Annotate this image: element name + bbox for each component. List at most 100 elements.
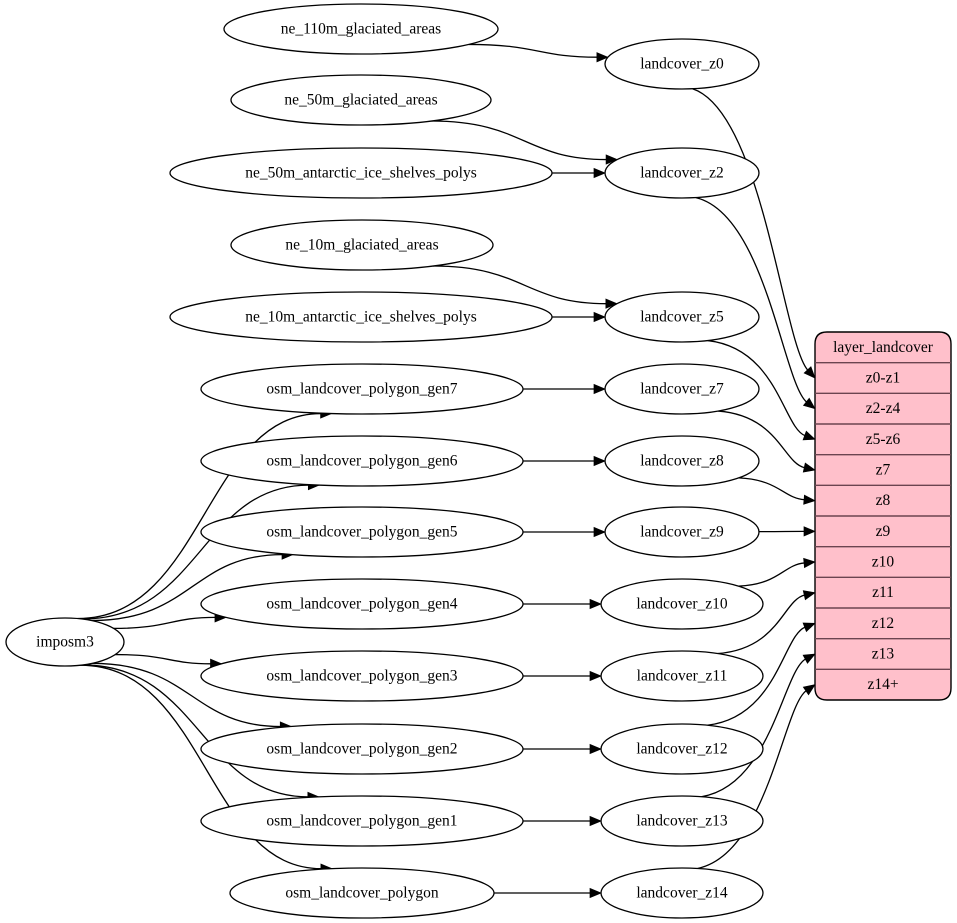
edge-arrowhead [802, 653, 816, 664]
edge-osm_landcover_polygon_gen7-to-landcover_z7 [523, 383, 606, 395]
edge-arrowhead [593, 167, 606, 179]
layer-landcover-table[interactable]: layer_landcover z0-z1 z2-z4 z5-z6 z7 z8 z9 z10 z… [814, 331, 952, 701]
node-shape [600, 867, 764, 919]
edge-landcover_z9-to-z9 [758, 526, 816, 537]
node-label: landcover_z13 [636, 813, 727, 830]
table-row-z11[interactable]: z11 [872, 584, 894, 601]
node-shape [169, 291, 553, 343]
edge-landcover_z7-to-z7 [718, 410, 816, 473]
node-shape [600, 650, 764, 702]
edge-osm_landcover_polygon-to-landcover_z14 [493, 887, 602, 899]
table-row-z7[interactable]: z7 [876, 462, 891, 479]
edge-ne_110m_glaciated_areas-to-landcover_z0 [468, 43, 609, 63]
node-landcover_z10[interactable]: landcover_z10 [600, 578, 764, 630]
edge-imposm3-to-osm_landcover_polygon_gen3 [115, 653, 223, 669]
edge-line [695, 196, 808, 403]
node-osm_landcover_polygon[interactable]: osm_landcover_polygon [229, 867, 495, 919]
node-shape [604, 38, 760, 90]
node-landcover_z12[interactable]: landcover_z12 [600, 723, 764, 775]
edge-line [692, 88, 809, 371]
edge-line [82, 664, 309, 798]
node-shape [200, 506, 524, 558]
node-landcover_z7[interactable]: landcover_z7 [604, 363, 760, 415]
edge-ne_50m_glaciated_areas-to-landcover_z2 [431, 120, 619, 165]
node-osm_landcover_polygon_gen6[interactable]: osm_landcover_polygon_gen6 [200, 435, 524, 487]
node-landcover_z0[interactable]: landcover_z0 [604, 38, 760, 90]
node-label: ne_110m_glaciated_areas [281, 21, 441, 38]
edge-landcover_z13-to-z13 [701, 653, 816, 798]
table-row-z8[interactable]: z8 [876, 492, 891, 509]
table-row-z13[interactable]: z13 [872, 646, 895, 663]
table-header-label: layer_landcover [833, 339, 934, 356]
node-landcover_z14[interactable]: landcover_z14 [600, 867, 764, 919]
edge-osm_landcover_polygon_gen1-to-landcover_z13 [523, 815, 602, 827]
edge-arrowhead [802, 622, 816, 633]
edge-line [82, 484, 309, 620]
edge-arrowhead [589, 887, 602, 899]
node-ne_110m_glaciated_areas[interactable]: ne_110m_glaciated_areas [223, 3, 499, 55]
edge-arrowhead [802, 590, 816, 601]
node-shape [604, 363, 760, 415]
edge-line [80, 664, 322, 870]
node-osm_landcover_polygon_gen7[interactable]: osm_landcover_polygon_gen7 [200, 363, 524, 415]
edge-arrowhead [802, 397, 816, 410]
edge-landcover_z10-to-z10 [738, 557, 816, 587]
edge-line [738, 477, 805, 501]
node-ne_10m_antarctic_ice_shelves_polys[interactable]: ne_10m_antarctic_ice_shelves_polys [169, 291, 553, 343]
node-shape [600, 578, 764, 630]
node-label: osm_landcover_polygon_gen7 [266, 381, 457, 398]
node-label: landcover_z7 [640, 381, 724, 398]
edge-arrowhead [802, 430, 816, 441]
node-label: osm_landcover_polygon_gen3 [266, 668, 457, 685]
node-osm_landcover_polygon_gen2[interactable]: osm_landcover_polygon_gen2 [200, 723, 524, 775]
node-label: osm_landcover_polygon_gen4 [266, 596, 457, 613]
table-row-z5-z6[interactable]: z5-z6 [866, 431, 901, 448]
node-label: ne_50m_antarctic_ice_shelves_polys [245, 165, 477, 182]
node-landcover_z8[interactable]: landcover_z8 [604, 435, 760, 487]
node-osm_landcover_polygon_gen1[interactable]: osm_landcover_polygon_gen1 [200, 795, 524, 847]
node-shape [200, 578, 524, 630]
edge-line [718, 410, 805, 469]
edge-arrowhead [802, 462, 816, 473]
edge-line [113, 616, 216, 630]
table-row-z14+[interactable]: z14+ [867, 676, 898, 693]
node-osm_landcover_polygon_gen4[interactable]: osm_landcover_polygon_gen4 [200, 578, 524, 630]
edge-arrowhead [803, 526, 816, 537]
node-landcover_z5[interactable]: landcover_z5 [604, 291, 760, 343]
edge-arrowhead [802, 684, 816, 696]
node-shape [604, 506, 760, 558]
table-row-z0-z1[interactable]: z0-z1 [866, 370, 900, 387]
edge-arrowhead [589, 598, 602, 610]
edge-ne_50m_antarctic_ice_shelves_polys-to-landcover_z2 [552, 167, 606, 179]
node-osm_landcover_polygon_gen5[interactable]: osm_landcover_polygon_gen5 [200, 506, 524, 558]
node-imposm3[interactable]: imposm3 [5, 617, 125, 667]
edge-line [701, 658, 807, 798]
node-landcover_z13[interactable]: landcover_z13 [600, 795, 764, 847]
node-ne_50m_glaciated_areas[interactable]: ne_50m_glaciated_areas [230, 74, 492, 126]
node-ne_10m_glaciated_areas[interactable]: ne_10m_glaciated_areas [230, 219, 494, 271]
edge-osm_landcover_polygon_gen2-to-landcover_z12 [522, 743, 602, 755]
edge-osm_landcover_polygon_gen3-to-landcover_z11 [522, 670, 602, 682]
table-row-z12[interactable]: z12 [872, 615, 894, 632]
node-label: landcover_z14 [636, 885, 727, 902]
edge-landcover_z8-to-z8 [738, 477, 816, 505]
table-row-z2-z4[interactable]: z2-z4 [866, 400, 901, 417]
nodes-layer: imposm3 ne_110m_glaciated_areas ne_50m_gla… [5, 3, 764, 919]
table-row-z10[interactable]: z10 [872, 554, 895, 571]
node-landcover_z2[interactable]: landcover_z2 [604, 147, 760, 199]
edge-landcover_z14-to-z14+ [697, 684, 816, 870]
table-row-z9[interactable]: z9 [876, 523, 891, 540]
node-landcover_z9[interactable]: landcover_z9 [604, 506, 760, 558]
node-ne_50m_antarctic_ice_shelves_polys[interactable]: ne_50m_antarctic_ice_shelves_polys [169, 147, 553, 199]
node-landcover_z11[interactable]: landcover_z11 [600, 650, 764, 702]
node-shape [200, 795, 524, 847]
node-label: ne_10m_glaciated_areas [285, 237, 438, 254]
edge-arrowhead [593, 311, 606, 323]
edge-osm_landcover_polygon_gen4-to-landcover_z10 [523, 598, 602, 610]
edge-imposm3-to-osm_landcover_polygon_gen4 [113, 612, 227, 630]
edge-ne_10m_antarctic_ice_shelves_polys-to-landcover_z5 [552, 311, 606, 323]
node-osm_landcover_polygon_gen3[interactable]: osm_landcover_polygon_gen3 [200, 650, 524, 702]
edge-line [468, 43, 598, 58]
node-label: landcover_z9 [640, 524, 724, 541]
